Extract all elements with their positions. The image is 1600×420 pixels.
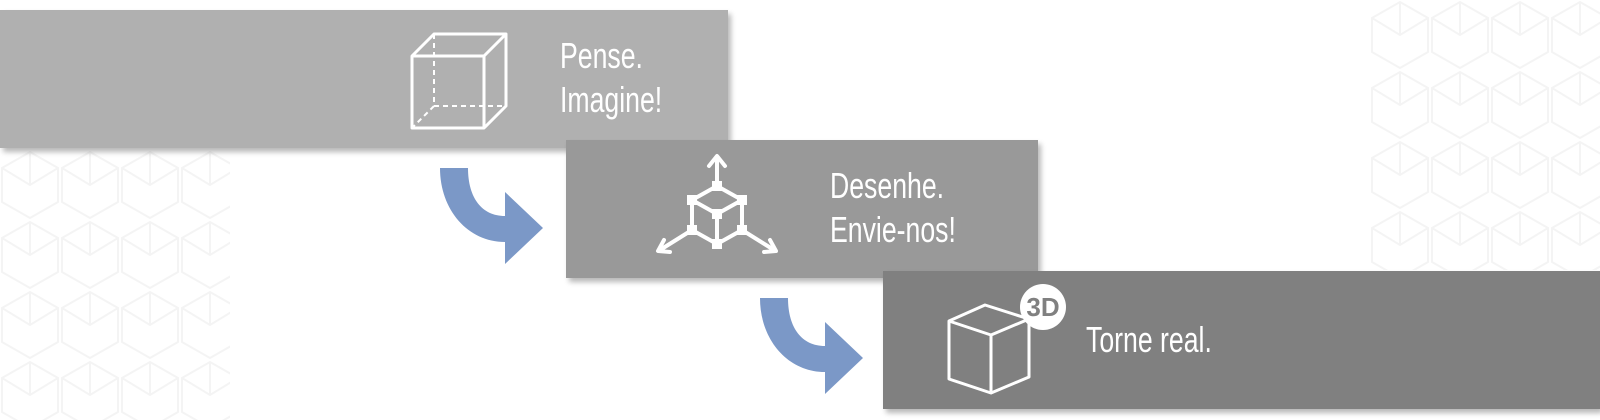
step-3-line-1: Torne real. [1086,319,1212,360]
cube-pattern-right [1370,0,1600,270]
3d-print-cube-icon: 3D [947,284,1066,395]
3d-axes-cube-icon [656,154,778,254]
step-2-line-1: Desenhe. [830,165,945,206]
step-1-text: Pense. Imagine! [560,34,662,122]
curved-arrow-icon [760,298,863,394]
step-2-text: Desenhe. Envie-nos! [830,164,956,252]
step-3-text: Torne real. [1086,318,1212,362]
step-2-line-2: Envie-nos! [830,209,956,250]
cube-pattern-left [0,150,230,420]
step-1-line-2: Imagine! [560,79,663,120]
step-1-think: Pense. Imagine! [0,10,728,148]
wireframe-cube-icon [410,32,508,130]
step-2-design: Desenhe. Envie-nos! [566,140,1038,278]
step-1-line-1: Pense. [560,35,643,76]
curved-arrow-icon [440,168,543,264]
step-3-make-real: 3D Torne real. [883,271,1600,409]
3d-badge-label: 3D [1026,292,1059,322]
3d-badge: 3D [1020,284,1066,330]
